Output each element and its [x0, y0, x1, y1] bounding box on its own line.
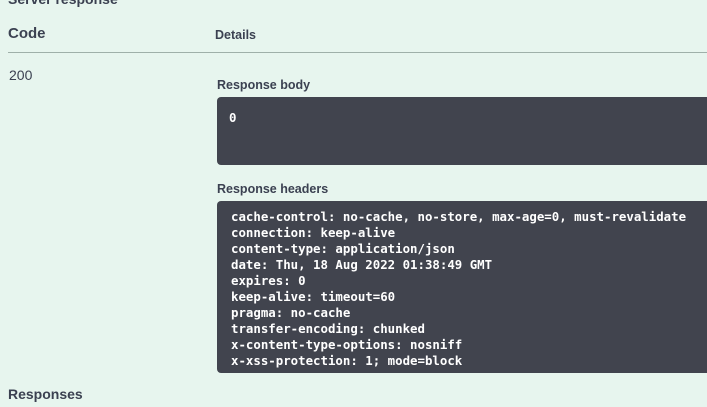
response-header-line: date: Thu, 18 Aug 2022 01:38:49 GMT	[231, 257, 493, 272]
response-header-line: pragma: no-cache	[231, 305, 351, 320]
response-body-codeblock: 0	[217, 97, 707, 165]
response-status-code: 200	[9, 67, 33, 83]
response-header-line: cache-control: no-cache, no-store, max-a…	[231, 209, 687, 224]
response-header-line: x-content-type-options: nosniff	[231, 337, 463, 352]
response-header-line: transfer-encoding: chunked	[231, 321, 425, 336]
response-headers-label: Response headers	[217, 182, 329, 196]
code-column-header: Code	[8, 25, 46, 42]
response-table-header-row: Code Details	[8, 0, 707, 53]
response-body-label: Response body	[217, 78, 311, 92]
response-headers-codeblock: cache-control: no-cache, no-store, max-a…	[217, 201, 707, 373]
response-details-cell: Response body 0 Response headers cache-c…	[215, 53, 707, 373]
response-header-line: connection: keep-alive	[231, 225, 396, 240]
responses-section-heading: Responses	[8, 386, 83, 402]
server-response-row: 200 Response body 0 Response headers cac…	[8, 53, 707, 373]
response-header-line: content-type: application/json	[231, 241, 455, 256]
server-response-heading: Server response	[8, 0, 118, 9]
details-column-header: Details	[215, 28, 256, 42]
response-header-line: keep-alive: timeout=60	[231, 289, 396, 304]
response-header-line: expires: 0	[231, 273, 306, 288]
response-header-line: x-xss-protection: 1; mode=block	[231, 353, 463, 368]
